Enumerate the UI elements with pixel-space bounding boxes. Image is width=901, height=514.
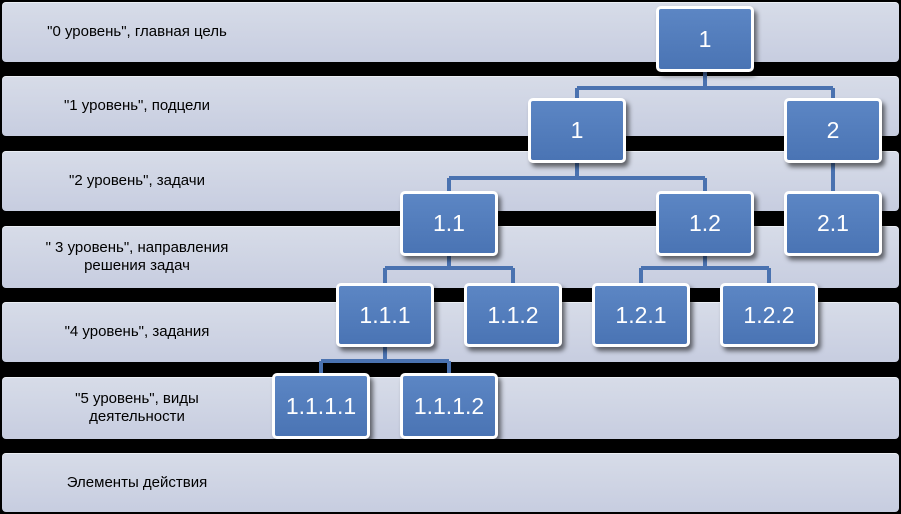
node-l2-c: 2.1 [784,191,882,256]
connector-l3a-to-level4 [319,347,451,373]
level-label-5: "5 уровень", виды деятельности [75,390,199,425]
node-l3-c: 1.2.1 [592,283,690,347]
node-l4-b: 1.1.1.2 [400,373,498,439]
level-label-6: Элементы действия [66,473,208,491]
node-l1-b: 2 [784,98,882,163]
connector-l1a-to-level2 [447,163,707,191]
node-root: 1 [656,6,754,72]
node-l1-a: 1 [528,98,626,163]
node-l3-d: 1.2.2 [720,283,818,347]
level-label-4: "4 уровень", задания [64,323,210,340]
node-l2-a: 1.1 [400,191,498,256]
connector-l2a-to-level3 [383,256,515,283]
node-l3-b: 1.1.2 [464,283,562,347]
connector-l2b-to-level3 [639,256,771,283]
node-l2-b: 1.2 [656,191,754,256]
level-label-0: "0 уровень", главная цель [47,23,227,40]
node-l3-a: 1.1.1 [336,283,434,347]
level-label-1: "1 уровень", подцели [63,97,211,114]
level-label-3: " 3 уровень", направления решения задач [45,239,229,274]
level-label-2: "2 уровень", задачи [69,172,205,189]
connector-root-to-level1 [575,72,835,98]
level-band-6 [2,453,899,512]
node-l4-a: 1.1.1.1 [272,373,370,439]
